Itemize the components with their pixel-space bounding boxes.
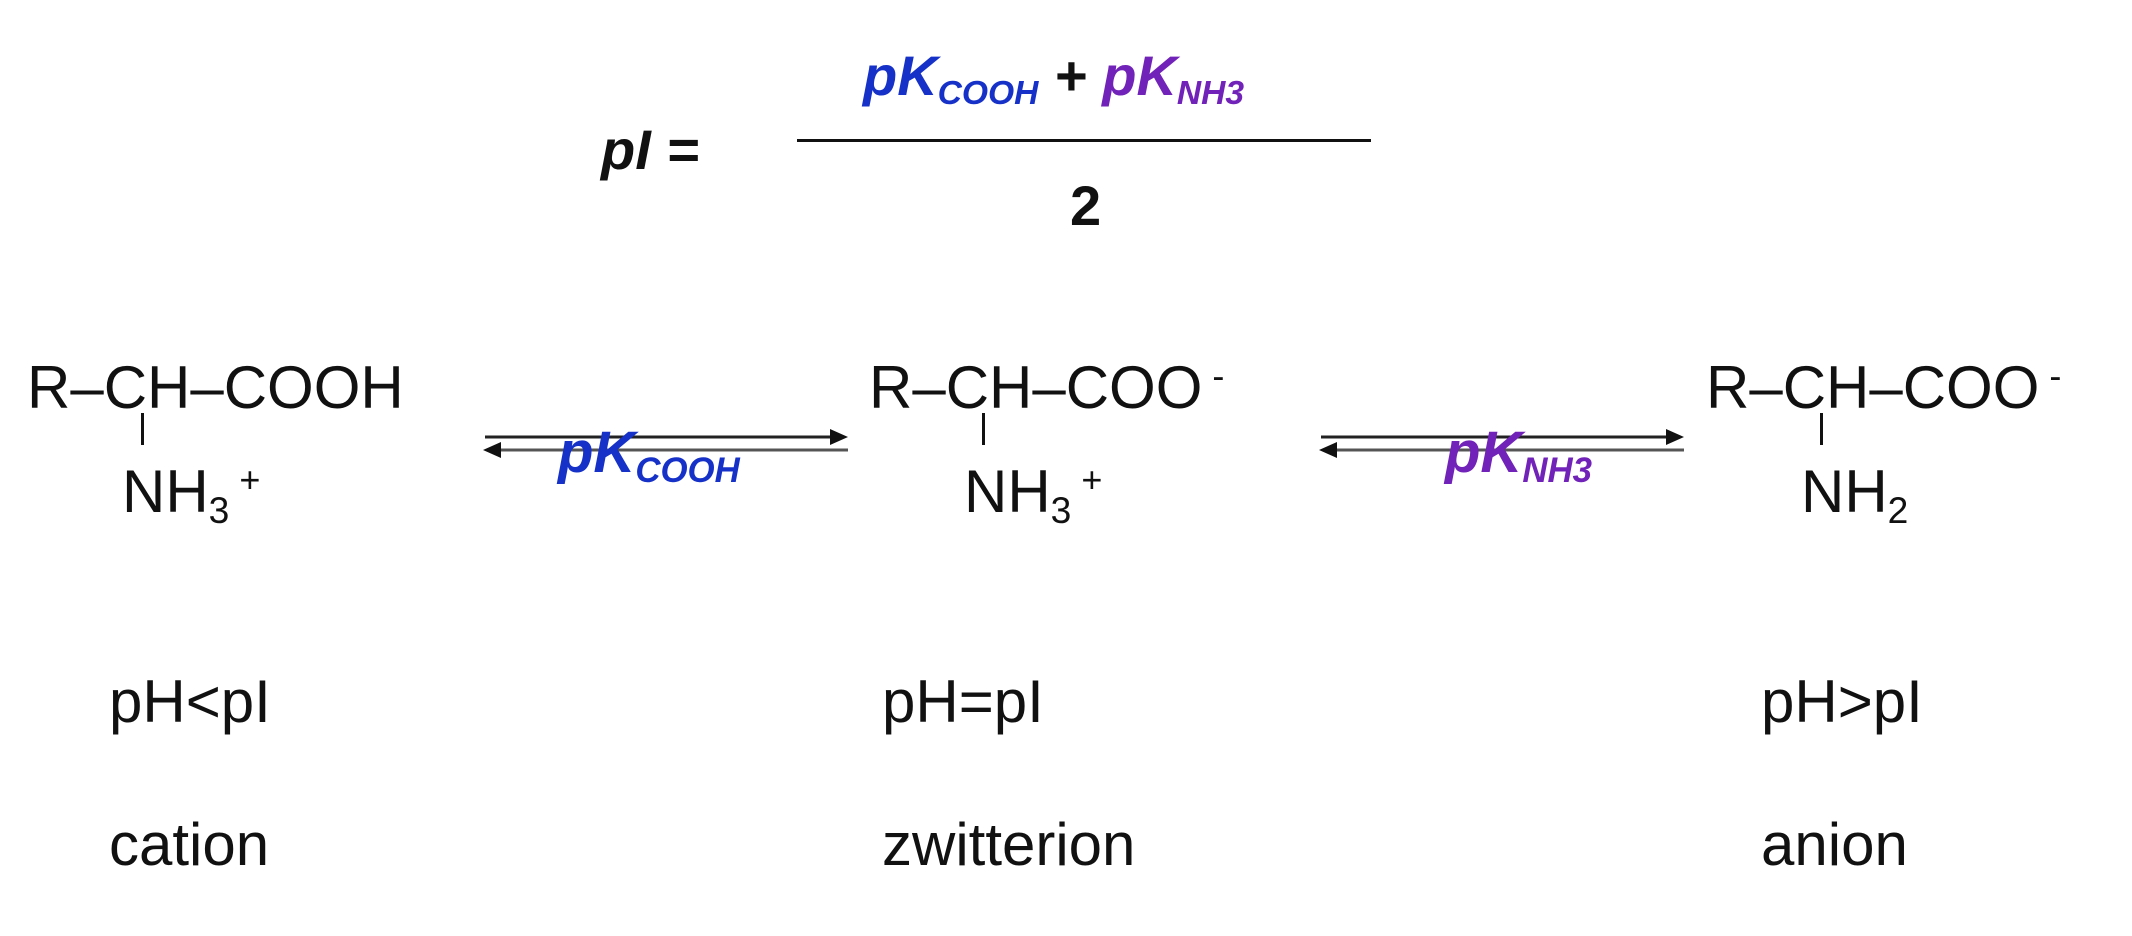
pi-label: pI =: [601, 118, 700, 181]
anion-amine: NH2: [1801, 458, 1909, 532]
pk-cooh-label: pKCOOH: [558, 420, 740, 490]
name-zwitterion: zwitterion: [882, 811, 1136, 878]
pk-nh3-term: pKNH3: [1102, 44, 1245, 113]
formula-denominator: 2: [1070, 174, 1102, 237]
fraction-bar: [797, 139, 1371, 142]
equilibrium-arrow-1: [483, 429, 848, 458]
name-anion: anion: [1761, 811, 1908, 878]
bond: [982, 413, 985, 445]
equilibrium-arrow-2: [1319, 429, 1684, 458]
zwitterion-amine: NH3+: [964, 458, 1103, 532]
name-cation: cation: [109, 811, 270, 878]
condition-anion: pH>pI: [1761, 668, 1923, 735]
pk-cooh-term: pKCOOH: [863, 44, 1039, 113]
bond: [141, 413, 144, 445]
anion-structure: R–CH–COO-: [1706, 354, 2062, 421]
cation-amine: NH3+: [122, 458, 261, 532]
bond: [1820, 413, 1823, 445]
formula-numerator: pKCOOH + pKNH3: [863, 48, 1244, 111]
pk-nh3-label: pKNH3: [1445, 420, 1592, 490]
condition-cation: pH<pI: [109, 668, 271, 735]
zwitterion-structure: R–CH–COO-: [869, 354, 1225, 421]
plus-sign: +: [1053, 44, 1087, 107]
cation-structure: R–CH–COOH: [27, 354, 404, 421]
condition-zwitterion: pH=pI: [882, 668, 1044, 735]
